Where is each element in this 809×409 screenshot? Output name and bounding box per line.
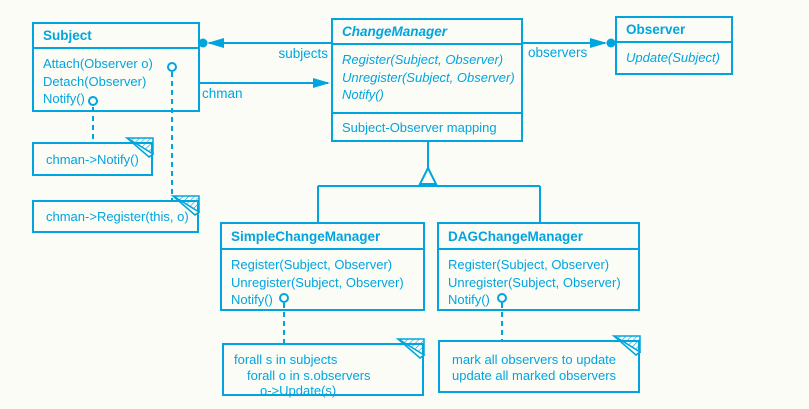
class-dagchangemanager: DAGChangeManager Register(Subject, Obser… — [437, 222, 640, 311]
method: Register(Subject, Observer) — [448, 257, 610, 272]
class-methods: Register(Subject, Observer) Unregister(S… — [439, 250, 638, 309]
method: Detach(Observer) — [43, 73, 147, 89]
class-title: Subject — [34, 24, 198, 49]
method: Notify() — [342, 87, 384, 102]
method: Notify() — [448, 292, 490, 307]
note-chman-register: chman->Register(this, o) — [32, 200, 199, 233]
note-chman-notify: chman->Notify() — [32, 142, 153, 176]
method: Notify() — [231, 292, 273, 307]
method: Attach(Observer o) — [43, 56, 153, 71]
class-simplechangemanager: SimpleChangeManager Register(Subject, Ob… — [220, 222, 425, 311]
method: Unregister(Subject, Observer) — [448, 274, 621, 290]
class-observer: Observer Update(Subject) — [615, 16, 733, 75]
association-label-chman: chman — [202, 86, 243, 101]
method: Register(Subject, Observer) — [231, 257, 393, 272]
note-mark-pseudocode: mark all observers to update update all … — [438, 340, 640, 393]
note-forall-pseudocode: forall s in subjects forall o in s.obser… — [222, 343, 424, 398]
class-subject: Subject Attach(Observer o) Detach(Observ… — [32, 22, 200, 112]
note-line: forall s in subjects — [234, 352, 338, 367]
class-attribute: Subject-Observer mapping — [333, 112, 521, 135]
method: Unregister(Subject, Observer) — [342, 69, 515, 85]
association-label-subjects: subjects — [278, 46, 328, 61]
class-changemanager: ChangeManager Register(Subject, Observer… — [331, 18, 523, 142]
association-label-observers: observers — [528, 45, 588, 60]
note-text: chman->Register(this, o) — [46, 209, 189, 224]
note-line: update all marked observers — [452, 368, 617, 383]
note-text: chman->Notify() — [46, 151, 139, 167]
class-title: SimpleChangeManager — [222, 224, 423, 250]
class-title: DAGChangeManager — [439, 224, 638, 250]
note-line: o->Update(s) — [260, 383, 337, 398]
method: Register(Subject, Observer) — [342, 52, 504, 67]
note-line: forall o in s.observers — [247, 367, 371, 383]
method: Unregister(Subject, Observer) — [231, 274, 404, 290]
class-methods: Attach(Observer o) Detach(Observer) Noti… — [34, 49, 198, 108]
class-methods: Register(Subject, Observer) Unregister(S… — [222, 250, 423, 309]
inheritance-connector — [317, 142, 541, 222]
class-title: Observer — [617, 18, 731, 43]
method: Update(Subject) — [626, 50, 720, 65]
class-methods: Register(Subject, Observer) Unregister(S… — [333, 45, 521, 112]
note-line: mark all observers to update — [452, 352, 617, 367]
class-title: ChangeManager — [333, 20, 521, 45]
method: Notify() — [43, 91, 85, 106]
class-methods: Update(Subject) — [617, 43, 731, 67]
